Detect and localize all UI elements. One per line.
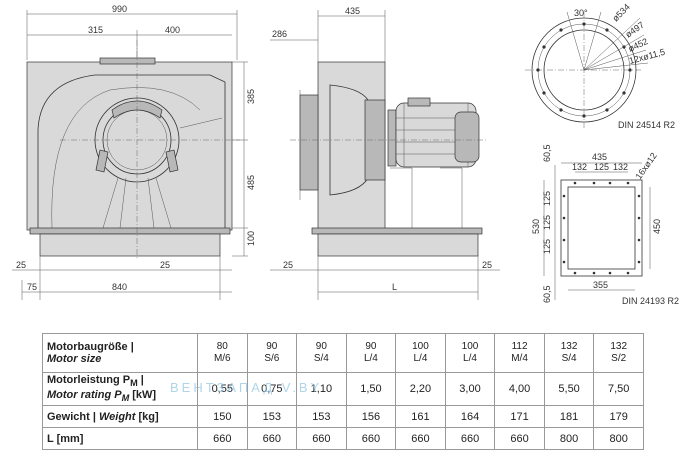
- length-cell: 660: [345, 427, 397, 450]
- length-cell: 660: [296, 427, 347, 450]
- rect-bolt-holes: [562, 181, 641, 275]
- rating-cell: 5,50: [543, 372, 595, 406]
- weight-cell: 150: [197, 405, 248, 428]
- watermark: ВЕНТЗАПАД V.BY: [170, 380, 323, 395]
- length-cell: 660: [395, 427, 446, 450]
- technical-drawing: 990 315 400 385 485 100: [12, 2, 679, 306]
- rating-cell: 0,55: [197, 372, 248, 406]
- dim-rect-left-d: 125: [542, 239, 552, 254]
- dim-front-width: 990: [112, 4, 127, 14]
- length-cell: 660: [246, 427, 298, 450]
- dim-side-left: 286: [272, 29, 287, 39]
- dim-rect-sub3: 132: [613, 162, 628, 172]
- dim-front-h-mid: 485: [246, 175, 256, 190]
- rect-flange: 435 132 125 132 16xø12 60,5 125 125 125 …: [531, 144, 679, 306]
- dim-side-foot-right: 25: [482, 260, 492, 270]
- dim-rect-left-c: 125: [542, 215, 552, 230]
- dim-side-foot-left: 25: [283, 260, 293, 270]
- weight-cell: 179: [593, 405, 644, 428]
- weight-cell: 153: [246, 405, 298, 428]
- dim-flange-d1: ø534: [610, 2, 632, 24]
- row-motor-rating: Motorleistung PM | Motor rating PM [kW] …: [42, 372, 644, 406]
- weight-cell: 153: [296, 405, 347, 428]
- length-cell: 660: [444, 427, 496, 450]
- dim-rect-height: 530: [531, 219, 541, 234]
- weight-cell: 164: [444, 405, 496, 428]
- row-length: L [mm] 660 660 660 660 660 660 660 800 8…: [42, 427, 644, 450]
- dim-side-width: 435: [345, 6, 360, 16]
- dim-front-bottom-span: 840: [112, 282, 127, 292]
- dim-rect-sub2: 125: [594, 162, 609, 172]
- front-view: 990 315 400 385 485 100: [12, 4, 256, 300]
- round-flange: 30° ø534 ø497 ø452 12xø11,5 DIN 24514 R2: [525, 2, 675, 130]
- dim-rect-top: 435: [592, 152, 607, 162]
- dim-front-bottom-left: 75: [27, 282, 37, 292]
- rating-cell: 4,00: [494, 372, 545, 406]
- side-view: 435 286 25 25 L: [270, 6, 500, 300]
- fan-housing: [26, 61, 233, 231]
- dim-rect-bottom: 355: [593, 280, 608, 290]
- header-length: L [mm]: [42, 427, 198, 450]
- dim-side-L: L: [392, 282, 397, 292]
- rating-cell: 2,20: [395, 372, 446, 406]
- dim-rect-sub1: 132: [572, 162, 587, 172]
- dim-front-right: 400: [165, 25, 180, 35]
- rect-din-label: DIN 24193 R2: [622, 296, 679, 306]
- row-weight: Gewicht | Weight [kg] 150 153 153 156 16…: [42, 405, 644, 428]
- dim-rect-left-b: 125: [542, 191, 552, 206]
- rating-cell: 0,75: [246, 372, 298, 406]
- header-motor-rating: Motorleistung PM | Motor rating PM [kW]: [42, 372, 198, 406]
- rating-cell: 1,50: [345, 372, 397, 406]
- length-cell: 660: [494, 427, 545, 450]
- dim-rect-right: 450: [652, 219, 662, 234]
- rating-cell: 7,50: [593, 372, 644, 406]
- dim-rect-left-a: 60,5: [542, 144, 552, 162]
- weight-cell: 181: [543, 405, 595, 428]
- dim-rect-left-e: 60,5: [542, 285, 552, 303]
- header-motor-size: Motorbaugröße | Motor size: [42, 333, 198, 373]
- dim-flange-angle: 30°: [574, 8, 588, 18]
- weight-cell: 161: [395, 405, 446, 428]
- rating-cell: 1,10: [296, 372, 347, 406]
- weight-cell: 156: [345, 405, 397, 428]
- length-cell: 800: [593, 427, 644, 450]
- dim-front-foot-right: 25: [160, 260, 170, 270]
- dim-front-h-top: 385: [246, 89, 256, 104]
- length-cell: 660: [197, 427, 248, 450]
- dim-front-h-base: 100: [246, 231, 256, 246]
- dim-front-left: 315: [88, 25, 103, 35]
- flange-din-label: DIN 24514 R2: [618, 120, 675, 130]
- weight-cell: 171: [494, 405, 545, 428]
- dim-rect-holes: 16xø12: [633, 151, 658, 181]
- rating-cell: 3,00: [444, 372, 496, 406]
- length-cell: 800: [543, 427, 595, 450]
- header-weight: Gewicht | Weight [kg]: [42, 405, 198, 428]
- dim-front-foot-left: 25: [16, 260, 26, 270]
